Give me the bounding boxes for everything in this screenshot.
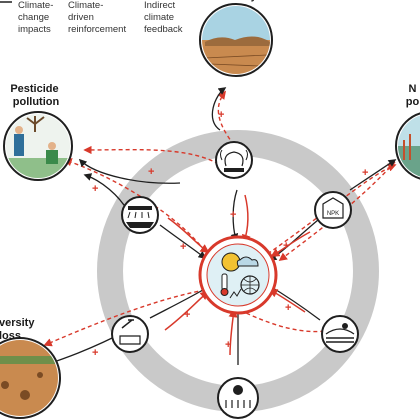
plus-sign: +	[180, 241, 186, 253]
scarcity-title: scarcity	[215, 0, 257, 2]
sprinkler-icon	[224, 151, 244, 167]
biodiversity-title: odiversity loss	[0, 317, 38, 342]
npk-label: NPK	[327, 211, 339, 217]
nitrogen-pollution-node[interactable]: N pol	[395, 83, 420, 180]
plus-sign: +	[362, 167, 368, 179]
legend-reinforcement-label: Climate- driven reinforcement	[68, 0, 126, 35]
plus-sign: +	[148, 166, 154, 178]
biodiversity-loss-node[interactable]: odiversity loss	[0, 317, 61, 420]
irrigation-node[interactable]	[215, 141, 253, 179]
fertilizer-bag-icon	[322, 197, 344, 219]
legend-feedback-label: Indirect climate feedback	[144, 0, 183, 35]
pesticide-spray-node[interactable]	[121, 196, 159, 234]
fertilizer-node[interactable]: NPK	[314, 191, 352, 229]
legend: Climate- change impacts Climate- driven …	[0, 0, 183, 35]
tree-stump-icon	[119, 335, 141, 345]
pesticide-pollution-node[interactable]: Pesticide pollution	[3, 83, 73, 181]
crop-heat-node[interactable]	[217, 377, 259, 419]
feedback-arrow-scarcity	[217, 90, 235, 146]
tillage-node[interactable]	[321, 315, 359, 353]
sun-crops-icon	[233, 385, 243, 395]
thermometer-icon	[221, 273, 228, 291]
plus-sign: +	[285, 302, 291, 314]
plus-sign: +	[92, 183, 98, 195]
plus-sign: +	[230, 209, 236, 221]
climate-center-node[interactable]	[198, 235, 278, 315]
trend-icon	[229, 288, 242, 299]
nitrogen-title: N pol	[406, 83, 420, 108]
plus-sign: +	[184, 309, 190, 321]
pesticide-scene	[6, 114, 70, 178]
plus-sign: +	[283, 240, 289, 252]
legend-impact-label: Climate- change impacts	[18, 0, 56, 35]
feedback-arrow-biodiversity	[43, 289, 206, 347]
axe-icon	[121, 319, 134, 329]
field-icon	[325, 328, 355, 335]
scarcity-node[interactable]: scarcity	[199, 0, 273, 77]
plus-signs: + + + + + + + + + + +	[92, 109, 368, 359]
plus-sign: +	[218, 109, 224, 121]
plus-sign: +	[225, 339, 231, 351]
sprayer-icon	[128, 206, 152, 210]
feedback-arrow-nitrogen-in	[278, 161, 396, 262]
cloud-icon	[236, 256, 259, 267]
deforestation-node[interactable]	[111, 315, 149, 353]
plus-sign: +	[92, 347, 98, 359]
pesticide-title: Pesticide pollution	[10, 83, 61, 108]
